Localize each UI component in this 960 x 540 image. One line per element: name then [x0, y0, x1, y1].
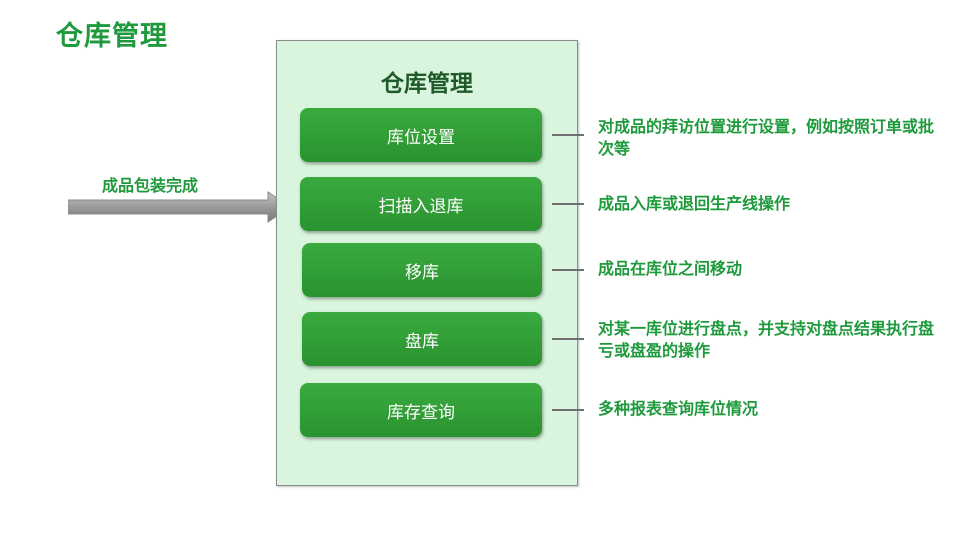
module-description: 多种报表查询库位情况	[598, 399, 759, 418]
connector-line	[552, 338, 584, 340]
input-arrow-icon	[68, 191, 291, 223]
panel-title: 仓库管理	[381, 71, 473, 97]
connector-line	[552, 409, 584, 411]
connector-line	[552, 134, 584, 136]
slide-title: 仓库管理	[56, 21, 168, 52]
connector-line	[552, 269, 584, 271]
input-label: 成品包装完成	[102, 176, 199, 195]
module-description: 成品在库位之间移动	[598, 259, 743, 278]
module-description: 对成品的拜访位置进行设置，例如按照订单或批次等	[598, 117, 935, 158]
module-location-setup-button[interactable]: 库位设置	[300, 108, 542, 162]
module-inventory-query-button[interactable]: 库存查询	[300, 383, 542, 437]
module-scan-in-return-button[interactable]: 扫描入退库	[300, 177, 542, 231]
module-description: 成品入库或退回生产线操作	[598, 194, 791, 213]
module-transfer-button[interactable]: 移库	[302, 243, 542, 297]
connector-line	[552, 203, 584, 205]
module-stocktake-button[interactable]: 盘库	[302, 312, 542, 366]
module-description: 对某一库位进行盘点，并支持对盘点结果执行盘亏或盘盈的操作	[598, 319, 935, 360]
